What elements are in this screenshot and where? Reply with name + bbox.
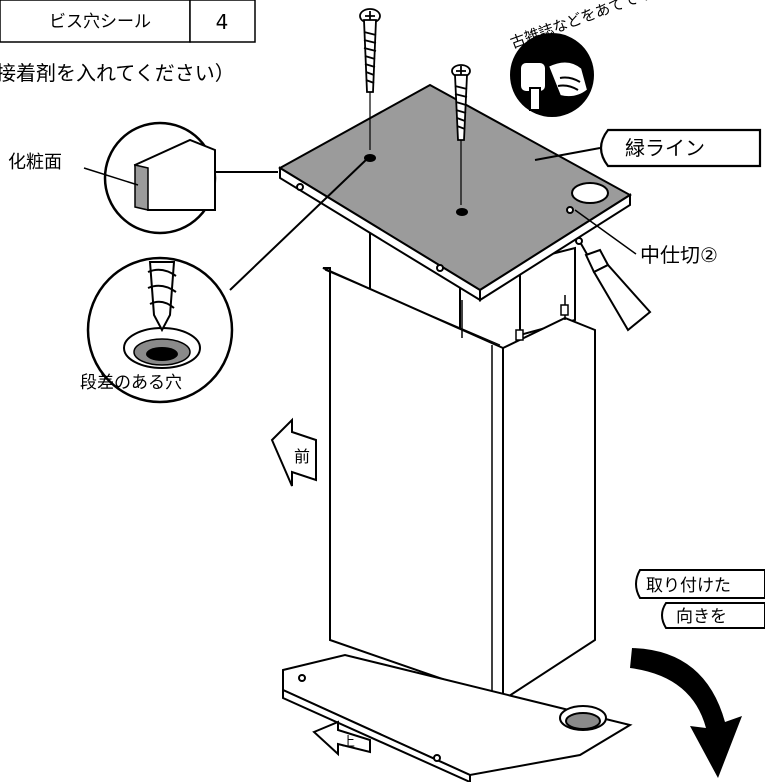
attach-note-line1: 取り付けた (646, 576, 731, 596)
front-label: 前 (294, 447, 310, 466)
up-arrow-icon: 上 (312, 720, 371, 757)
part-name-label: 中仕切② (640, 243, 718, 267)
green-line-callout: 緑ライン (534, 128, 762, 168)
part-name-callout: 中仕切② (574, 209, 718, 267)
stepped-hole-zoom: 段差のある穴 (80, 157, 369, 404)
magazine-tip-text: 古雑誌などをあててネ! (508, 0, 660, 52)
attach-note: 取り付けた 向きを (635, 569, 765, 629)
decor-face-label: 化粧面 (8, 152, 62, 173)
stepped-hole-label: 段差のある穴 (80, 373, 182, 393)
parts-table-name: ビス穴シール (49, 12, 151, 32)
screw-icon (359, 8, 381, 150)
up-label: 上 (342, 735, 355, 750)
instruction-text: 接着剤を入れてください） (0, 61, 235, 85)
screw-icon (451, 64, 471, 205)
shelf-board (278, 83, 632, 302)
dowels (369, 233, 569, 341)
bottom-board (282, 653, 633, 782)
parts-table: ビス穴シール 4 (0, 0, 256, 43)
front-arrow-icon: 前 (270, 417, 317, 487)
attach-note-line2: 向きを (676, 607, 727, 627)
parts-table-qty: 4 (216, 10, 229, 34)
decor-face-zoom: 化粧面 (8, 121, 278, 235)
green-line-label: 緑ライン (625, 136, 705, 160)
cabinet-body (322, 226, 596, 702)
glue-bottle-icon (575, 237, 652, 332)
hammer-fist-icon: 古雑誌などをあててネ! (508, 0, 660, 117)
rotate-arrow-icon (630, 648, 742, 778)
